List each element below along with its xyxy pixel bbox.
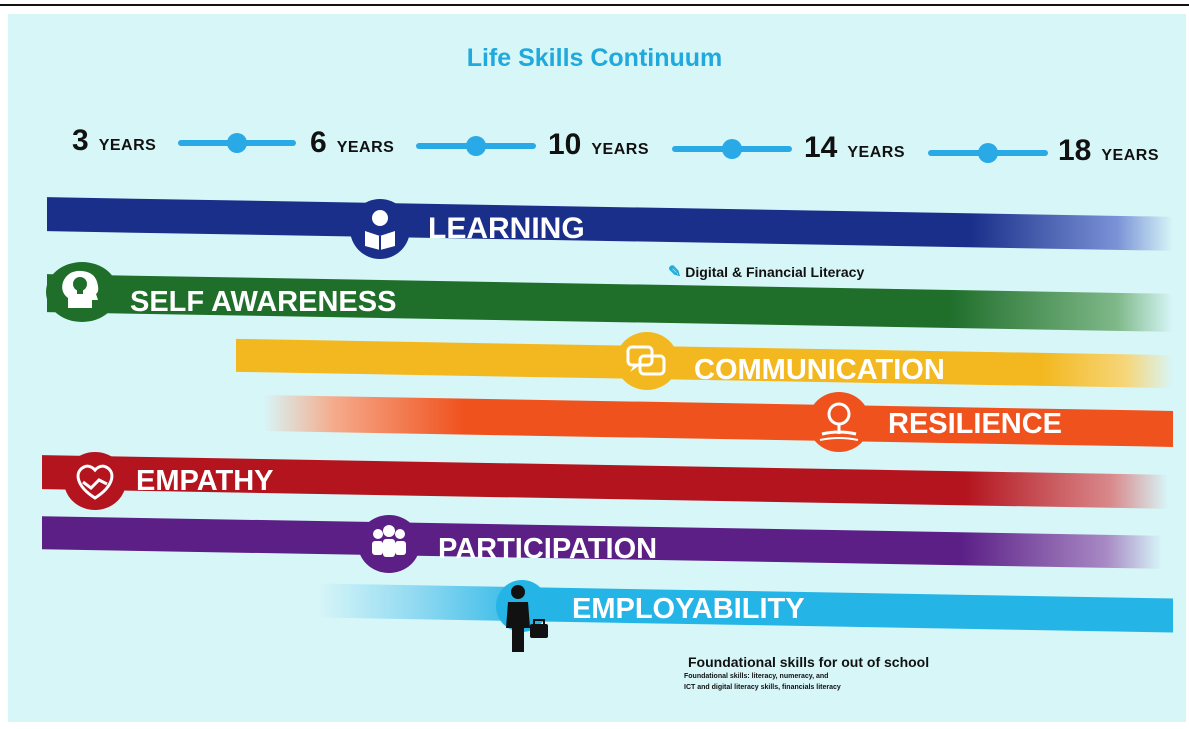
timeline-connector xyxy=(178,133,296,153)
group-people-icon xyxy=(372,525,406,557)
age-10: 10 YEARS xyxy=(548,128,649,162)
handshake-heart-icon xyxy=(76,464,114,500)
employability-label: EMPLOYABILITY xyxy=(572,593,805,625)
age-6: 6 YEARS xyxy=(310,126,394,160)
age-number: 10 xyxy=(548,128,582,161)
resilience-label: RESILIENCE xyxy=(888,408,1063,440)
employability-icon-circle xyxy=(490,578,554,658)
empathy-icon-circle xyxy=(64,452,126,510)
age-3: 3 YEARS xyxy=(72,124,156,158)
age-unit: YEARS xyxy=(98,137,157,154)
age-unit: YEARS xyxy=(847,144,905,161)
learning-label: LEARNING xyxy=(428,212,585,245)
age-14: 14 YEARS xyxy=(804,131,905,165)
digital-financial-note: ✎ Digital & Financial Literacy xyxy=(668,262,864,282)
communication-icon-circle xyxy=(616,332,678,390)
timeline-dot xyxy=(722,139,742,159)
empathy-label: EMPATHY xyxy=(136,465,274,497)
age-unit: YEARS xyxy=(591,141,649,158)
participation-icon-circle xyxy=(358,515,420,573)
pen-icon: ✎ xyxy=(668,264,682,281)
reader-icon xyxy=(365,210,395,250)
digital-financial-text: Digital & Financial Literacy xyxy=(685,264,865,280)
age-number: 3 xyxy=(72,124,89,157)
age-number: 14 xyxy=(804,131,838,164)
chat-bubbles-icon xyxy=(626,345,666,376)
self-awareness-label: SELF AWARENESS xyxy=(130,286,397,318)
timeline-dot xyxy=(978,143,998,163)
timeline-connector xyxy=(416,136,536,156)
page-title: Life Skills Continuum xyxy=(466,44,723,72)
self-awareness-icon-circle xyxy=(46,262,118,322)
participation-label: PARTICIPATION xyxy=(438,533,658,565)
resilience-icon-circle xyxy=(808,392,870,452)
top-border-line xyxy=(0,4,1189,6)
age-unit: YEARS xyxy=(336,139,395,156)
foundational-line2: ICT and digital literacy skills, financi… xyxy=(684,684,841,691)
age-number: 6 xyxy=(310,126,327,159)
foundational-line1: Foundational skills: literacy, numeracy,… xyxy=(684,673,829,680)
age-18: 18 YEARS xyxy=(1058,134,1159,168)
timeline-dot xyxy=(227,133,247,153)
timeline-connector xyxy=(928,143,1048,163)
communication-label: COMMUNICATION xyxy=(694,354,945,386)
foundational-title: Foundational skills for out of school xyxy=(688,654,930,670)
sprout-icon xyxy=(819,402,859,441)
learning-icon-circle xyxy=(350,199,410,259)
head-lightbulb-icon xyxy=(62,270,99,308)
timeline-connector xyxy=(672,139,792,159)
businessman-icon xyxy=(496,580,548,652)
age-number: 18 xyxy=(1058,134,1092,167)
age-unit: YEARS xyxy=(1101,147,1159,164)
timeline-dot xyxy=(466,136,486,156)
